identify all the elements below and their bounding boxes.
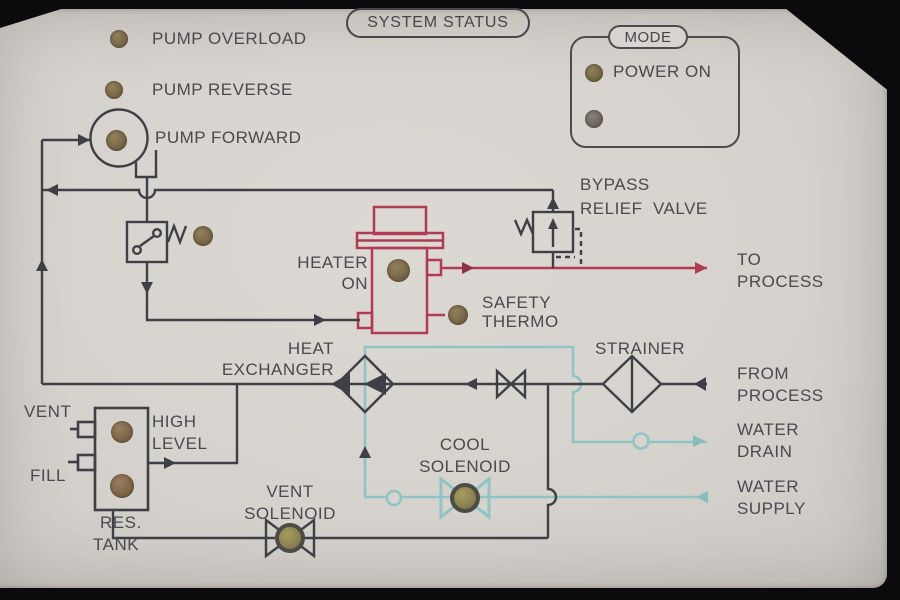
power-on-led bbox=[585, 64, 603, 82]
to-process-arrow-icon bbox=[695, 262, 707, 274]
to-process-label-2: PROCESS bbox=[737, 272, 824, 291]
safety-thermo-label-2: THERMO bbox=[482, 312, 559, 331]
system-status-title: SYSTEM STATUS bbox=[346, 8, 530, 38]
res-tank-label-1: RES. bbox=[100, 513, 142, 532]
mode-spare-led bbox=[585, 110, 603, 128]
flow-switch-icon bbox=[125, 220, 188, 264]
safety-thermo-label-1: SAFETY bbox=[482, 293, 552, 312]
pump-icon bbox=[89, 108, 158, 179]
pump-forward-label: PUMP FORWARD bbox=[155, 128, 302, 147]
heater-on-label-2: ON bbox=[341, 274, 368, 293]
tank-low-level-led bbox=[110, 474, 134, 498]
high-level-label-2: LEVEL bbox=[152, 434, 208, 453]
bypass-label-1: BYPASS bbox=[580, 175, 650, 194]
process-pipes bbox=[36, 108, 707, 559]
flow-arrows bbox=[36, 134, 706, 469]
vent-solenoid-label-2: SOLENOID bbox=[244, 504, 336, 523]
heater-on-label-1: HEATER bbox=[297, 253, 368, 272]
pump-overload-led bbox=[110, 30, 128, 48]
water-supply-label-1: WATER bbox=[737, 477, 799, 496]
cool-solenoid-label-2: SOLENOID bbox=[419, 457, 511, 476]
heater-on-led bbox=[387, 259, 410, 282]
bypass-label-2: RELIEF VALVE bbox=[580, 199, 708, 218]
pump-overload-label: PUMP OVERLOAD bbox=[152, 29, 307, 48]
fill-port-label: FILL bbox=[30, 466, 67, 485]
vent-riser-line bbox=[546, 384, 558, 538]
drain-connector-icon bbox=[632, 432, 650, 450]
tank-high-level-led bbox=[111, 421, 133, 443]
pump-reverse-led bbox=[105, 81, 123, 99]
water-drain-label-2: DRAIN bbox=[737, 442, 793, 461]
heater-out-arrow-icon bbox=[462, 262, 474, 274]
heater-icon bbox=[355, 205, 445, 335]
vent-port-label: VENT bbox=[24, 402, 72, 421]
cool-solenoid-label-1: COOL bbox=[439, 435, 491, 454]
cooling-water-pipes bbox=[363, 345, 708, 521]
drain-arrow-icon bbox=[693, 435, 705, 447]
from-process-label-2: PROCESS bbox=[737, 386, 824, 405]
high-level-label-1: HIGH bbox=[152, 412, 197, 431]
to-process-label-1: TO bbox=[737, 250, 762, 269]
cool-solenoid-led bbox=[450, 483, 480, 513]
mode-pill: MODE bbox=[608, 25, 688, 49]
flow-switch-led bbox=[193, 226, 213, 246]
supply-arrow-icon bbox=[696, 491, 708, 503]
from-process-label-1: FROM bbox=[737, 364, 790, 383]
water-supply-label-2: SUPPLY bbox=[737, 499, 806, 518]
pump-reverse-label: PUMP REVERSE bbox=[152, 80, 293, 99]
vent-solenoid-led bbox=[275, 523, 305, 553]
vent-solenoid-label-1: VENT bbox=[266, 482, 314, 501]
reservoir-tank-icon bbox=[68, 406, 150, 512]
heat-exchanger-label-2: EXCHANGER bbox=[221, 360, 334, 379]
mode-label: MODE bbox=[624, 28, 672, 46]
res-tank-label-2: TANK bbox=[93, 535, 140, 554]
strainer-icon bbox=[601, 354, 663, 414]
power-on-label: POWER ON bbox=[613, 62, 712, 81]
heater-pipes bbox=[355, 205, 707, 335]
pump-forward-led bbox=[106, 130, 127, 151]
water-drain-label-1: WATER bbox=[737, 420, 799, 439]
mode-box bbox=[570, 36, 740, 148]
safety-thermo-led bbox=[448, 305, 468, 325]
heat-exchanger-icon bbox=[331, 354, 395, 414]
supply-connector-icon bbox=[385, 489, 403, 507]
strainer-label: STRAINER bbox=[595, 339, 685, 358]
bypass-relief-valve-icon bbox=[513, 210, 583, 265]
system-status-label: SYSTEM STATUS bbox=[367, 14, 509, 31]
heat-exchanger-label-1: HEAT bbox=[287, 339, 334, 358]
check-valve-icon bbox=[495, 368, 527, 400]
